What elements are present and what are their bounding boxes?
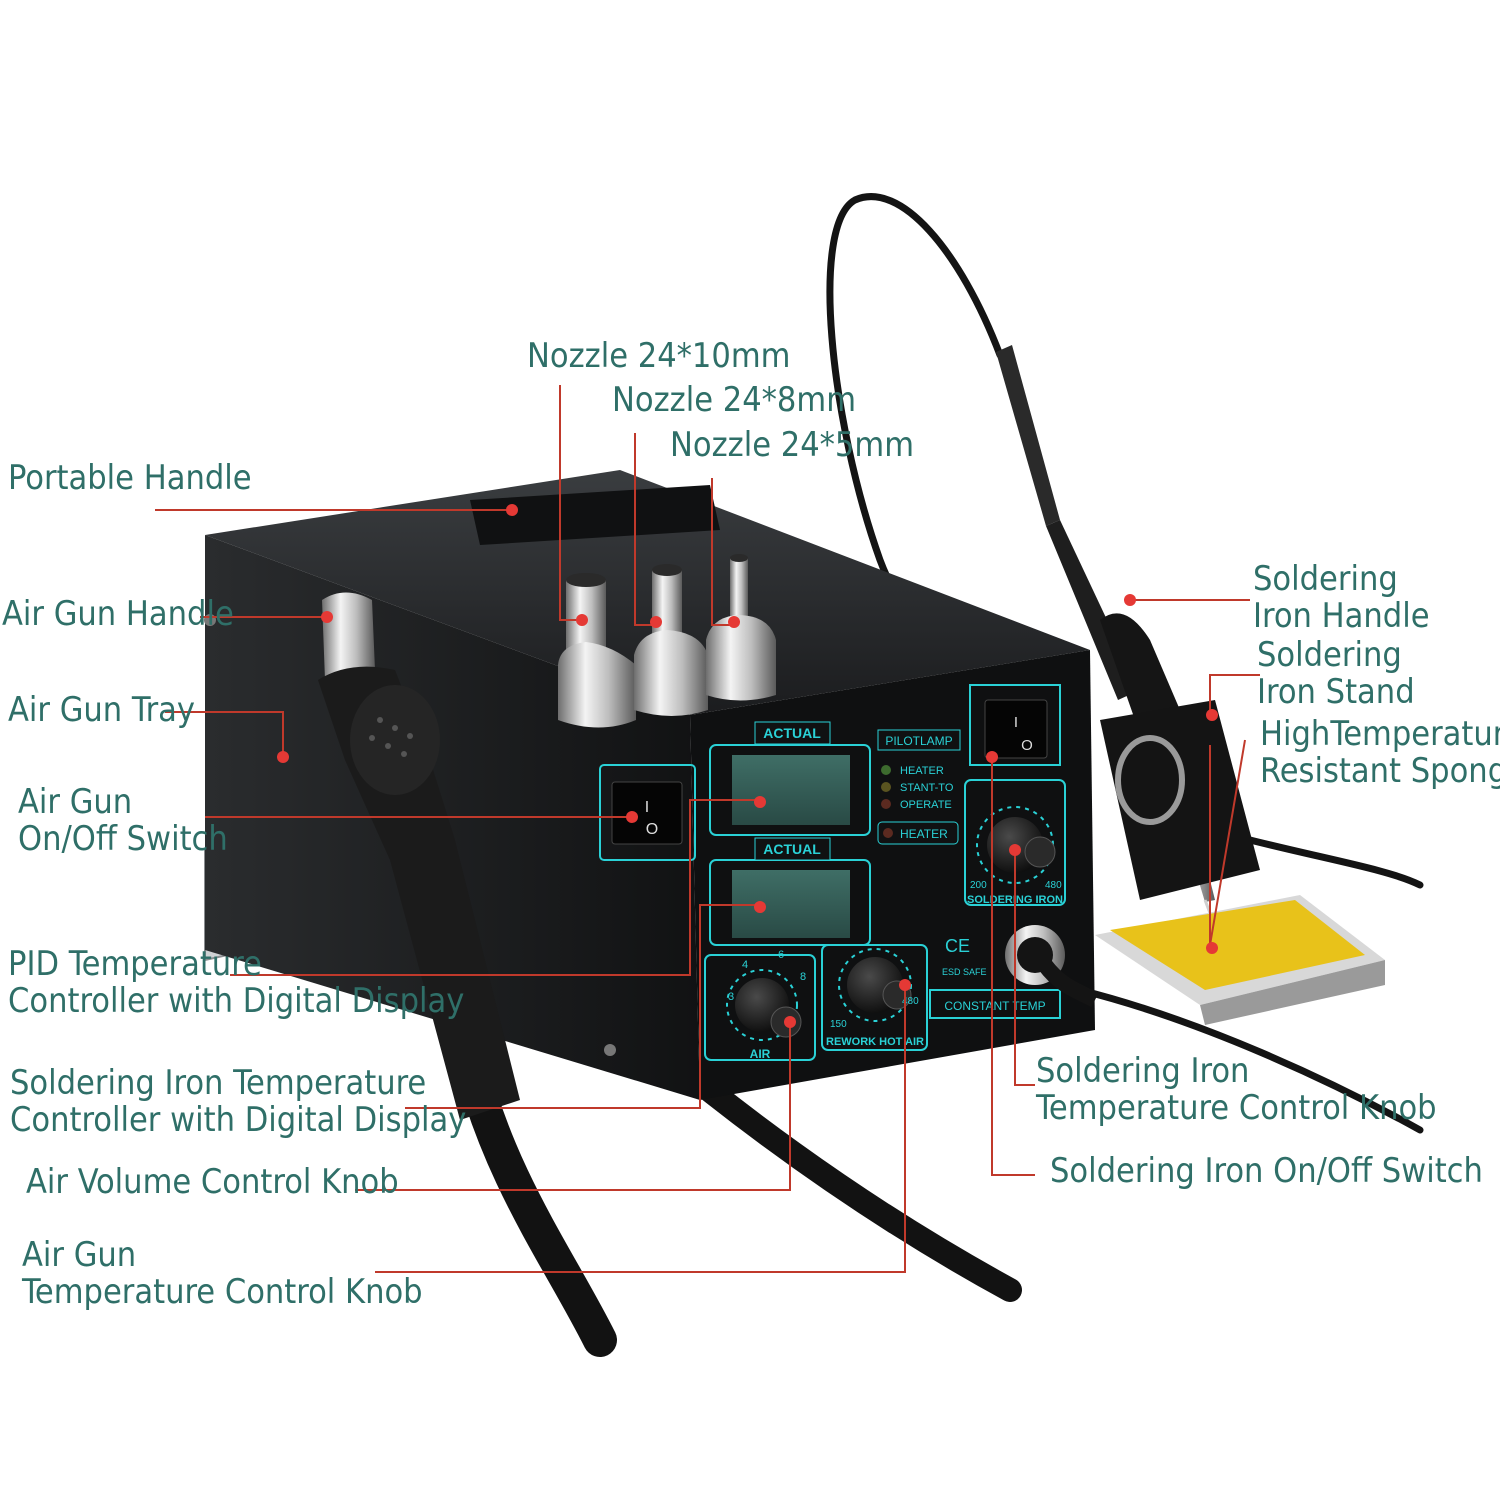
label-line: Air Gun <box>22 1235 137 1275</box>
label-nozzle-10: Nozzle 24*10mm <box>527 336 791 376</box>
rework-scale-tick: 480 <box>902 996 919 1007</box>
heater-badge: HEATER <box>900 827 948 841</box>
lamp-heater <box>881 765 891 775</box>
lamp-label: HEATER <box>900 765 944 777</box>
label-line: Soldering Iron Temperature <box>10 1063 427 1103</box>
air-gun-cable <box>453 1038 1022 1357</box>
air-knob-label: AIR <box>750 1047 771 1061</box>
air-scale-tick: 3 <box>728 991 734 1003</box>
const-temp-label: CONSTANT TEMP <box>944 999 1045 1013</box>
air-scale-tick: 6 <box>778 949 784 961</box>
label-line: Iron Stand <box>1257 672 1415 712</box>
sponge <box>1110 900 1365 990</box>
portable-handle <box>470 485 720 545</box>
rework-scale-tick: 150 <box>830 1019 847 1030</box>
iron-stand <box>1095 700 1385 1025</box>
label-line: Controller with Digital Display <box>10 1100 467 1140</box>
label-line: Air Gun <box>18 782 133 822</box>
leader-lines <box>155 385 1260 1273</box>
label-air-volume-knob: Air Volume Control Knob <box>26 1162 399 1202</box>
lamp-standby <box>881 782 891 792</box>
label-line: Soldering <box>1257 635 1402 675</box>
label-iron-switch: Soldering Iron On/Off Switch <box>1050 1151 1483 1191</box>
label-nozzle-8: Nozzle 24*8mm <box>612 380 856 420</box>
switch-on-mark: I <box>645 799 649 816</box>
label-line: Soldering Iron <box>1036 1051 1250 1091</box>
hot-air-gun <box>318 592 520 1120</box>
label-line: Controller with Digital Display <box>8 981 465 1021</box>
label-line: Iron Handle <box>1253 596 1430 636</box>
label-air-gun-temp-knob: Air Gun Temperature Control Knob <box>22 1237 423 1311</box>
lamp-label: OPERATE <box>900 799 952 811</box>
lamp-label: STANT-TO <box>900 782 954 794</box>
iron-connector <box>1005 925 1099 1008</box>
label-iron-stand: Soldering Iron Stand <box>1257 637 1415 711</box>
label-iron-temp-controller: Soldering Iron Temperature Controller wi… <box>10 1065 466 1139</box>
iron-scale-tick: 480 <box>1045 880 1062 891</box>
air-gun-switch[interactable]: I O <box>611 781 683 845</box>
air-gun-display <box>732 755 850 825</box>
rework-knob-label: REWORK HOT AIR <box>826 1036 924 1048</box>
label-sponge: HighTemperature- Resistant Sponge <box>1260 716 1500 790</box>
leader-dots <box>277 504 1218 1028</box>
label-nozzle-5: Nozzle 24*5mm <box>670 425 914 465</box>
ce-mark: CE <box>945 936 970 956</box>
esd-mark: ESD SAFE <box>942 967 987 977</box>
iron-scale-tick: 200 <box>970 880 987 891</box>
pilot-lamp-label: PILOTLAMP <box>885 734 952 748</box>
label-air-gun-handle: Air Gun Handle <box>2 594 234 634</box>
air-scale-tick: 4 <box>742 959 748 971</box>
label-line: On/Off Switch <box>18 819 228 859</box>
label-iron-handle: Soldering Iron Handle <box>1253 561 1430 635</box>
switch-on-mark: I <box>1014 714 1018 731</box>
lamp-operate <box>881 799 891 809</box>
label-line: Resistant Sponge <box>1260 751 1500 791</box>
label-portable-handle: Portable Handle <box>8 458 252 498</box>
label-pid-controller: PID Temperature Controller with Digital … <box>8 946 464 1020</box>
nozzle-24x5 <box>706 554 776 701</box>
label-air-gun-tray: Air Gun Tray <box>8 690 195 730</box>
switch-off-mark: O <box>1021 737 1033 754</box>
label-air-gun-switch: Air Gun On/Off Switch <box>18 784 228 858</box>
label-line: Soldering <box>1253 559 1398 599</box>
label-line: Temperature Control Knob <box>22 1272 423 1312</box>
label-iron-temp-knob: Soldering Iron Temperature Control Knob <box>1036 1053 1437 1127</box>
actual-tag-iron: ACTUAL <box>763 841 821 857</box>
air-scale-tick: 8 <box>800 971 806 983</box>
label-line: Temperature Control Knob <box>1036 1088 1437 1128</box>
actual-tag-air: ACTUAL <box>763 725 821 741</box>
iron-switch[interactable]: I O <box>984 699 1048 759</box>
label-line: HighTemperature- <box>1260 714 1500 754</box>
switch-off-mark: O <box>646 821 658 838</box>
label-line: PID Temperature <box>8 944 262 984</box>
nozzle-24x8 <box>634 564 708 716</box>
